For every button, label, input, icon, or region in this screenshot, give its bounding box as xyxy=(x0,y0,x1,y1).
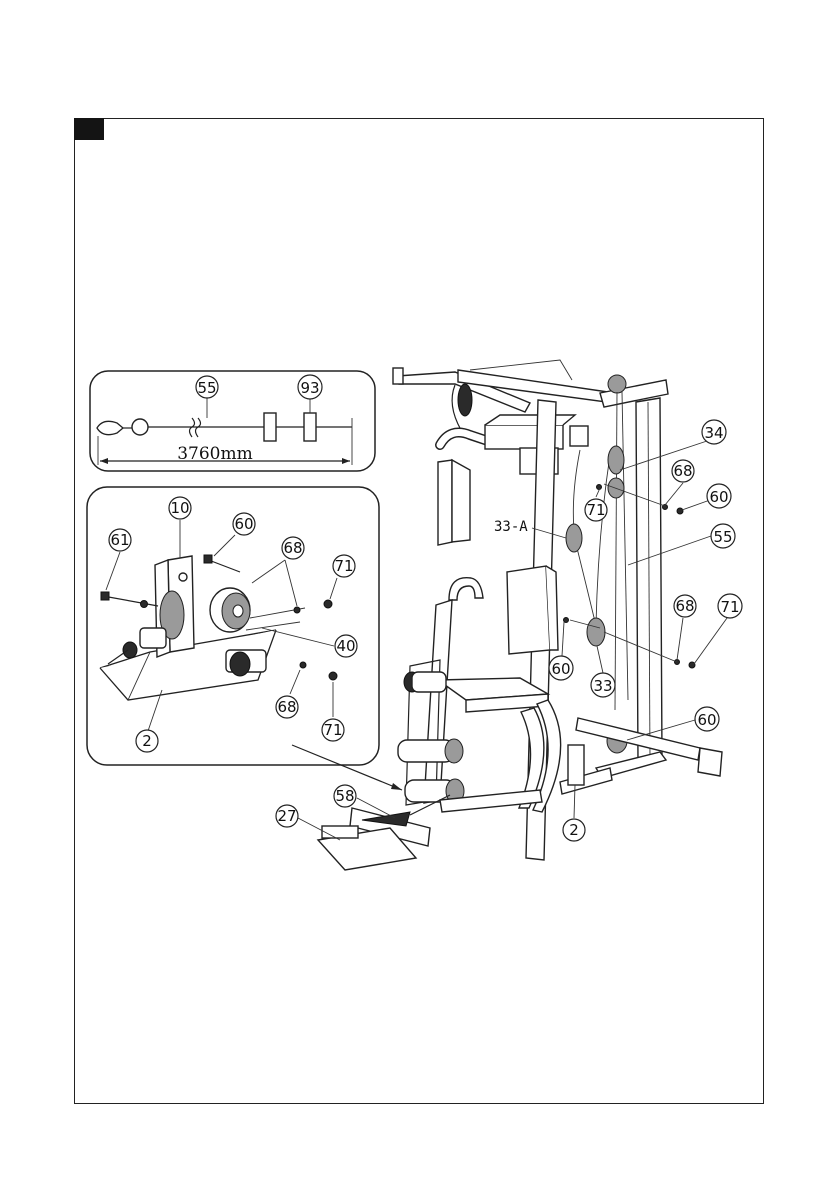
callout-label-60-lower: 60 xyxy=(697,711,716,729)
callout-label-68-lower: 68 xyxy=(277,698,296,716)
callout-label-60-mid: 60 xyxy=(551,660,570,678)
callout-label-68-top: 68 xyxy=(673,462,692,480)
callout-label-33-a: 33-A xyxy=(494,519,528,535)
cable-ball-end xyxy=(132,419,148,435)
frame-detail-inset: 10 61 60 68 71 40 2 68 71 xyxy=(87,487,379,765)
callout-label-55: 55 xyxy=(713,528,732,546)
cable-stop-1 xyxy=(264,413,276,441)
cable-length-label: 3760mm xyxy=(177,444,253,464)
cable-stop-93 xyxy=(304,413,316,441)
callout-label-71-top: 71 xyxy=(586,501,605,519)
callout-label-68-mid: 68 xyxy=(675,597,694,615)
cable-run-55 xyxy=(615,392,617,710)
callout-label-93: 93 xyxy=(300,379,319,397)
callout-label-60-top: 60 xyxy=(709,488,728,506)
arm-pad-left xyxy=(438,460,452,545)
callout-label-60: 60 xyxy=(234,515,253,533)
callout-label-33: 33 xyxy=(593,677,612,695)
cable-detail-inset: 55 93 3760mm xyxy=(90,371,375,471)
leg-handle-post xyxy=(449,578,483,600)
roller-sleeve xyxy=(140,628,166,648)
callout-label-68: 68 xyxy=(283,539,302,557)
pulley-33 xyxy=(587,618,605,646)
callout-label-71: 71 xyxy=(334,557,353,575)
callout-label-71-mid: 71 xyxy=(720,598,739,616)
callout-label-10: 10 xyxy=(170,499,189,517)
pulley-33-a xyxy=(566,524,582,552)
back-pad xyxy=(507,566,550,654)
callout-label-58: 58 xyxy=(335,787,354,805)
callout-label-2: 2 xyxy=(142,732,152,750)
callout-label-27: 27 xyxy=(277,807,296,825)
top-pulley xyxy=(608,375,626,393)
callout-label-61: 61 xyxy=(110,531,129,549)
callout-label-34: 34 xyxy=(704,424,723,442)
callout-label-55: 55 xyxy=(197,379,216,397)
callout-label-2: 2 xyxy=(569,821,579,839)
callout-label-71-lower: 71 xyxy=(323,721,342,739)
callout-label-40: 40 xyxy=(336,637,355,655)
